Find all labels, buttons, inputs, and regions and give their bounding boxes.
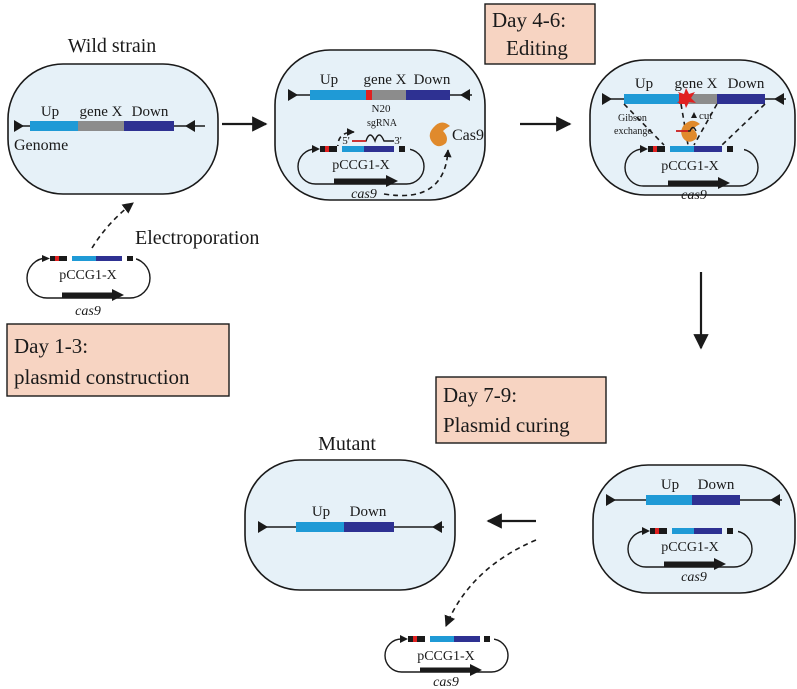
down-label: Down xyxy=(698,477,735,493)
sgrna-loop xyxy=(352,134,394,143)
down-label: Down xyxy=(414,72,451,88)
step-day4-6-title: Day 4-6: xyxy=(492,8,566,32)
down-label: Down xyxy=(728,76,765,92)
step-day1-3-box: Day 1-3: plasmid construction xyxy=(6,323,230,397)
up-label: Up xyxy=(312,504,330,520)
electroporation-label: Electroporation xyxy=(135,227,259,249)
cut-label: cut xyxy=(699,110,712,122)
mutant-label: Mutant xyxy=(318,433,376,455)
exchange-label: exchange xyxy=(614,126,652,137)
down-label: Down xyxy=(350,504,387,520)
sgrna-5prime: 5' xyxy=(342,135,350,147)
cas9-gene-label: cas9 xyxy=(433,675,459,689)
up-label: Up xyxy=(41,104,59,120)
plasmid-loss-arrow xyxy=(444,539,537,628)
gibson-label: Gibson xyxy=(618,113,647,124)
gibson-line-1 xyxy=(623,103,665,146)
down-label: Down xyxy=(132,104,169,120)
editing-cell: Up gene X Down Gibson exchange cut pCCG1 xyxy=(589,59,796,203)
input-cas9-label: cas9 xyxy=(75,304,101,319)
genome-label: Genome xyxy=(14,137,68,154)
gibson-line-4 xyxy=(721,103,766,146)
up-label: Up xyxy=(635,76,653,92)
up-label: Up xyxy=(320,72,338,88)
step-day4-6-box: Day 4-6: Editing xyxy=(484,3,596,65)
curing-cell: Up Down pCCG1-X cas9 xyxy=(592,464,796,594)
step-day7-9-desc: Plasmid curing xyxy=(443,413,570,437)
gibson-line-2 xyxy=(680,103,689,146)
plasmid-label: pCCG1-X xyxy=(661,540,719,555)
up-segment xyxy=(30,121,78,131)
gene-x-label: gene X xyxy=(80,104,123,120)
cut-star-icon xyxy=(677,88,696,108)
cas9-gene-label: cas9 xyxy=(351,187,377,202)
plasmid-label: pCCG1-X xyxy=(332,158,390,173)
gibson-line-3 xyxy=(693,103,718,146)
plasmid-label: pCCG1-X xyxy=(661,159,719,174)
electroporation-arrow xyxy=(91,202,134,249)
input-plasmid: pCCG1-X cas9 xyxy=(26,255,151,319)
wild-strain-cell: Wild strain Up gene X Down Genome xyxy=(7,35,219,195)
input-plasmid-label: pCCG1-X xyxy=(59,268,117,283)
transformed-genome xyxy=(288,89,472,101)
editing-genome xyxy=(602,93,786,105)
gene-x-label: gene X xyxy=(675,76,718,92)
step-day7-9-title: Day 7-9: xyxy=(443,383,517,407)
transformed-cell-body xyxy=(274,49,486,201)
edited-genome xyxy=(606,494,782,506)
up-label: Up xyxy=(661,477,679,493)
released-plasmid: pCCG1-X cas9 xyxy=(384,635,509,689)
plasmid-in-cell: pCCG1-X cas9 xyxy=(297,145,425,202)
step-day7-9-box: Day 7-9: Plasmid curing xyxy=(435,376,607,444)
step-day1-3-desc: plasmid construction xyxy=(14,365,190,389)
plasmid-label: pCCG1-X xyxy=(417,649,475,664)
step-day4-6-desc: Editing xyxy=(506,36,568,60)
cas9-protein-label: Cas9 xyxy=(452,127,484,144)
mutant-genome xyxy=(258,521,444,533)
wild-strain-label: Wild strain xyxy=(68,35,157,57)
expression-arrow xyxy=(383,149,452,197)
down-segment xyxy=(124,121,174,131)
gene-x-segment xyxy=(78,121,124,131)
n20-label: N20 xyxy=(372,103,391,115)
gene-x-label: gene X xyxy=(364,72,407,88)
plasmid-in-editing-cell: pCCG1-X cas9 xyxy=(624,145,759,203)
step-day1-3-title: Day 1-3: xyxy=(14,334,88,358)
plasmid-in-curing-cell: pCCG1-X cas9 xyxy=(627,527,753,585)
sgrna-3prime: 3' xyxy=(394,135,402,147)
cas9-gene-label: cas9 xyxy=(681,570,707,585)
cas9-protein-icon xyxy=(429,122,450,147)
cas9-gene-label: cas9 xyxy=(681,188,707,203)
wild-genome xyxy=(14,120,205,132)
mutant-cell: Mutant Up Down xyxy=(244,433,456,591)
sgrna-label: sgRNA xyxy=(367,118,398,129)
transformed-cell: Up gene X Down N20 sgRNA 5' 3' Cas9 pCCG… xyxy=(274,49,486,202)
